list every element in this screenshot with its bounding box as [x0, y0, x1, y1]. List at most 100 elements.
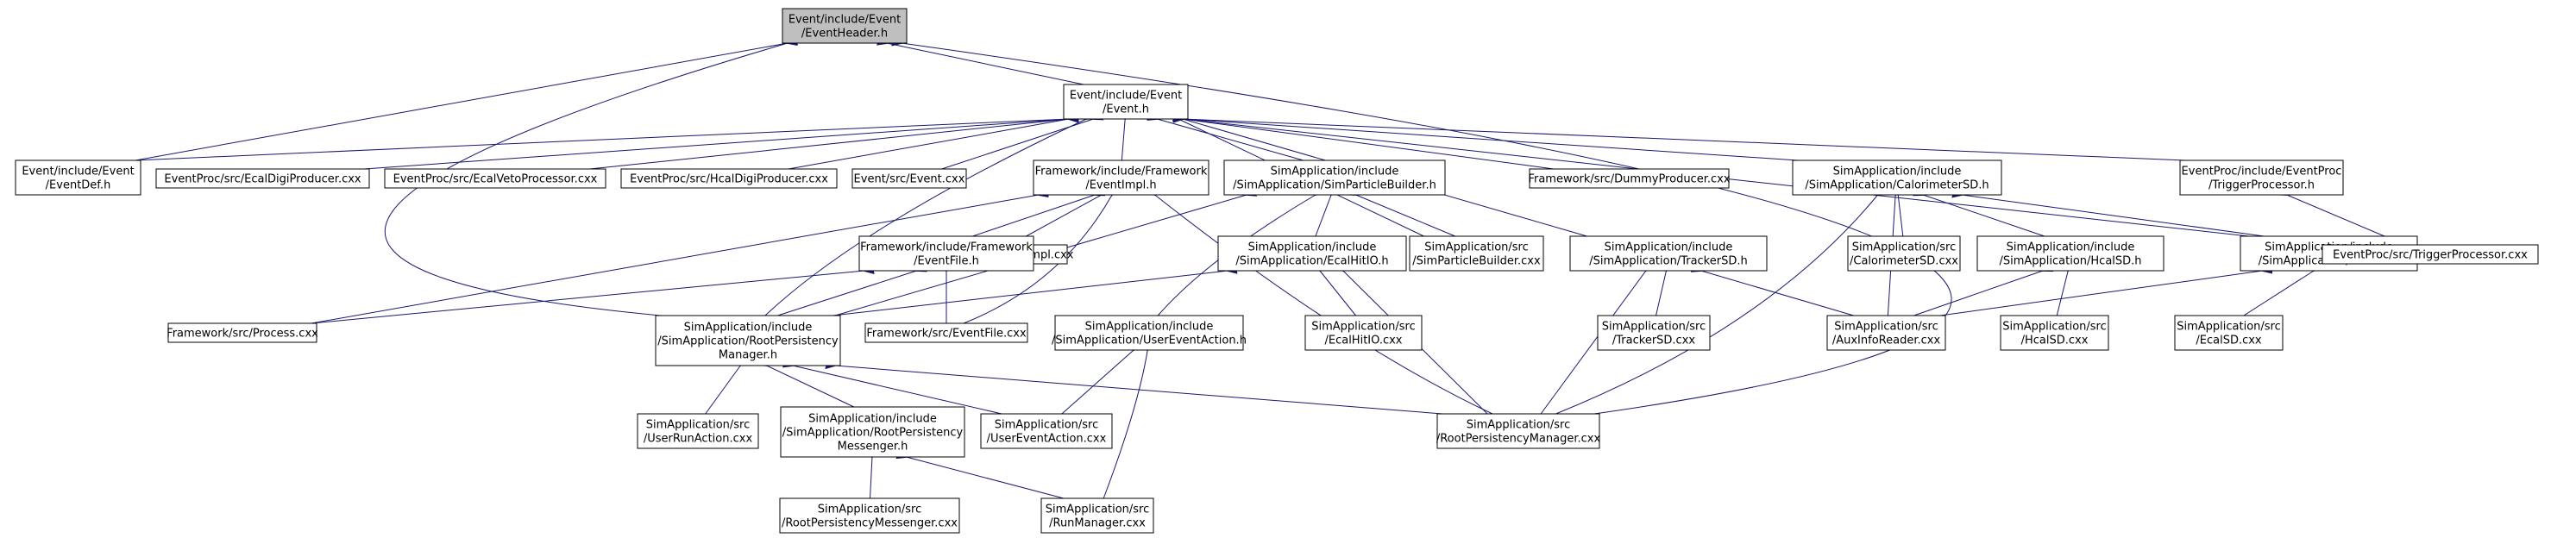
edge-rootpersistmgr-cxx-to-event-header-h — [902, 43, 1952, 415]
node-box — [1826, 315, 1946, 351]
node-box — [1976, 235, 2164, 272]
node-box — [1063, 84, 1189, 120]
node-label-line: EventProc/src/TriggerProcessor.cxx — [2333, 249, 2528, 262]
node-calorimetersd-h[interactable]: SimApplication/include/SimApplication/Ca… — [1792, 160, 2002, 196]
node-simparticlebuilder-h[interactable]: SimApplication/include/SimApplication/Si… — [1223, 160, 1446, 196]
node-label-line: /SimParticleBuilder.cxx — [1412, 255, 1541, 268]
node-userrunaction-cxx[interactable]: SimApplication/src/UserRunAction.cxx — [637, 413, 759, 449]
node-label-line: SimApplication/src — [1046, 504, 1150, 516]
node-box — [384, 168, 606, 189]
edge-eventdef-h-to-event-header-h — [135, 43, 788, 161]
node-eventfile-h[interactable]: Framework/include/Framework/EventFile.h — [858, 235, 1034, 272]
node-label-line: SimApplication/src — [1467, 419, 1571, 432]
node-box — [1054, 315, 1244, 351]
node-label-line: /EventFile.h — [914, 255, 979, 268]
node-rootpersistmgr-cxx[interactable]: SimApplication/src/RootPersistencyManage… — [1436, 413, 1601, 449]
node-box — [780, 406, 965, 458]
node-label-line: /SimApplication/EcalHitIO.h — [1235, 255, 1388, 268]
node-label-line: Framework/include/Framework — [860, 241, 1033, 254]
edge-ecalhitio-cxx-to-ecalhitio-h — [1320, 271, 1356, 316]
node-label-line: SimApplication/src — [1311, 321, 1416, 334]
edge-event-h-to-event-header-h — [887, 43, 1084, 85]
node-label-line: EventProc/src/EcalVetoProcessor.cxx — [393, 173, 598, 186]
node-label-line: SimApplication/include — [684, 322, 813, 335]
node-eventimpl-h[interactable]: Framework/include/Framework/EventImpl.h — [1033, 160, 1209, 196]
node-label-line: Event/include/Event — [789, 14, 901, 27]
node-ecalsd-cxx[interactable]: SimApplication/src/EcalSD.cxx — [2174, 315, 2284, 351]
node-box — [1529, 168, 1730, 189]
node-usereventaction-cxx[interactable]: SimApplication/src/UserEventAction.cxx — [980, 413, 1113, 449]
node-triggerproc-cxx[interactable]: EventProc/src/TriggerProcessor.cxx — [2322, 244, 2539, 265]
node-label-line: /SimApplication/RootPersistency — [657, 335, 839, 348]
node-rootpersistmessenger-h[interactable]: SimApplication/include/SimApplication/Ro… — [780, 406, 965, 458]
node-ecalveto-cxx[interactable]: EventProc/src/EcalVetoProcessor.cxx — [384, 168, 606, 189]
node-label-line: /SimApplication/UserEventAction.h — [1052, 335, 1247, 347]
node-usereventaction-h[interactable]: SimApplication/include/SimApplication/Us… — [1052, 315, 1247, 351]
node-simparticlebuilder-cxx[interactable]: SimApplication/src/SimParticleBuilder.cx… — [1409, 235, 1544, 272]
edge-runmanager-cxx-to-rootpersistmessenger-h — [907, 457, 1065, 499]
node-label-line: SimApplication/include — [1248, 241, 1377, 254]
node-trackersd-h[interactable]: SimApplication/include/SimApplication/Tr… — [1569, 235, 1768, 272]
edge-rootpersistmessenger-cxx-to-rootpersistmessenger-h — [870, 457, 872, 499]
node-box — [2174, 315, 2284, 351]
edges — [135, 43, 2405, 499]
node-event-cxx[interactable]: Event/src/Event.cxx — [851, 168, 967, 189]
node-box — [637, 413, 759, 449]
node-label-line: /EventImpl.h — [1085, 179, 1156, 192]
edge-simparticlebuilder-cxx-to-simparticlebuilder-h — [1356, 195, 1456, 237]
node-label-line: /TriggerProcessor.h — [2208, 179, 2315, 192]
edge-eventfile-cxx-to-eventimpl-h — [963, 195, 1112, 324]
node-box — [779, 497, 960, 534]
node-label-line: SimApplication/include — [808, 413, 937, 426]
node-label-line: SimApplication/include — [1833, 166, 1962, 178]
node-event-header-h[interactable]: Event/include/Event/EventHeader.h — [782, 8, 908, 44]
node-box — [2322, 244, 2539, 265]
node-label-line: SimApplication/src — [2002, 321, 2107, 334]
edge-ecalhitio-h-to-simparticlebuilder-h — [1315, 195, 1331, 237]
node-label-line: EventProc/src/EcalDigiProducer.cxx — [164, 173, 361, 186]
node-rootpersistmessenger-cxx[interactable]: SimApplication/src/RootPersistencyMessen… — [779, 497, 960, 534]
edge-ecaldigi-cxx-to-event-h — [363, 119, 1069, 170]
node-label-line: Framework/src/Process.cxx — [166, 328, 318, 341]
node-label-line: SimApplication/include — [1271, 166, 1399, 178]
node-box — [655, 315, 841, 366]
node-trackersd-cxx[interactable]: SimApplication/src/TrackerSD.cxx — [1597, 315, 1711, 351]
edge-usereventaction-cxx-to-usereventaction-h — [1061, 350, 1134, 415]
node-box — [1847, 235, 1961, 272]
node-hcalsd-cxx[interactable]: SimApplication/src/HcalSD.cxx — [2000, 315, 2109, 351]
node-label-line: /SimApplication/CalorimeterSD.h — [1805, 179, 1989, 192]
edge-rootpersistmessenger-h-to-rootpersistmgr-h — [767, 366, 855, 408]
node-label-line: /UserRunAction.cxx — [644, 433, 753, 446]
edge-ecalsd-h-to-calorimetersd-h — [1962, 195, 2265, 237]
node-hcalsd-h[interactable]: SimApplication/include/SimApplication/Hc… — [1976, 235, 2164, 272]
node-box — [1569, 235, 1768, 272]
node-calorimetersd-cxx[interactable]: SimApplication/src/CalorimeterSD.cxx — [1847, 235, 1961, 272]
node-process-cxx[interactable]: Framework/src/Process.cxx — [166, 322, 318, 343]
node-box — [851, 168, 967, 189]
node-rootpersistmgr-h[interactable]: SimApplication/include/SimApplication/Ro… — [655, 315, 841, 366]
node-ecaldigi-cxx[interactable]: EventProc/src/EcalDigiProducer.cxx — [155, 168, 370, 189]
node-box — [155, 168, 370, 189]
node-eventfile-cxx[interactable]: Framework/src/EventFile.cxx — [864, 322, 1028, 343]
node-label-line: /SimApplication/RootPersistency — [782, 427, 964, 440]
node-event-h[interactable]: Event/include/Event/Event.h — [1063, 84, 1189, 120]
edge-eventimpl-h-to-event-h — [1121, 119, 1125, 161]
node-label-line: /RootPersistencyManager.cxx — [1436, 433, 1601, 446]
node-box — [15, 160, 141, 196]
edge-rootpersistmgr-h-to-eventfile-h — [777, 271, 917, 316]
node-box — [1597, 315, 1711, 351]
node-label-line: Manager.h — [719, 349, 777, 362]
edge-process-cxx-to-eventimpl-h — [311, 195, 1039, 324]
node-ecalhitio-h[interactable]: SimApplication/include/SimApplication/Ec… — [1217, 235, 1407, 272]
node-ecalhitio-cxx[interactable]: SimApplication/src/EcalHitIO.cxx — [1304, 315, 1423, 351]
node-hcaldigi-cxx[interactable]: EventProc/src/HcalDigiProducer.cxx — [620, 168, 838, 189]
node-label-line: /CalorimeterSD.cxx — [1850, 255, 1958, 268]
node-eventdef-h[interactable]: Event/include/Event/EventDef.h — [15, 160, 141, 196]
node-runmanager-cxx[interactable]: SimApplication/src/RunManager.cxx — [1040, 497, 1154, 534]
node-triggerproc-h[interactable]: EventProc/include/EventProc/TriggerProce… — [2179, 160, 2344, 196]
node-box — [1033, 160, 1209, 196]
node-dummyproducer-cxx[interactable]: Framework/src/DummyProducer.cxx — [1528, 168, 1731, 189]
node-auxinforeader-cxx[interactable]: SimApplication/src/AuxInfoReader.cxx — [1826, 315, 1946, 351]
node-box — [1217, 235, 1407, 272]
node-label-line: EventProc/include/EventProc — [2182, 166, 2342, 178]
